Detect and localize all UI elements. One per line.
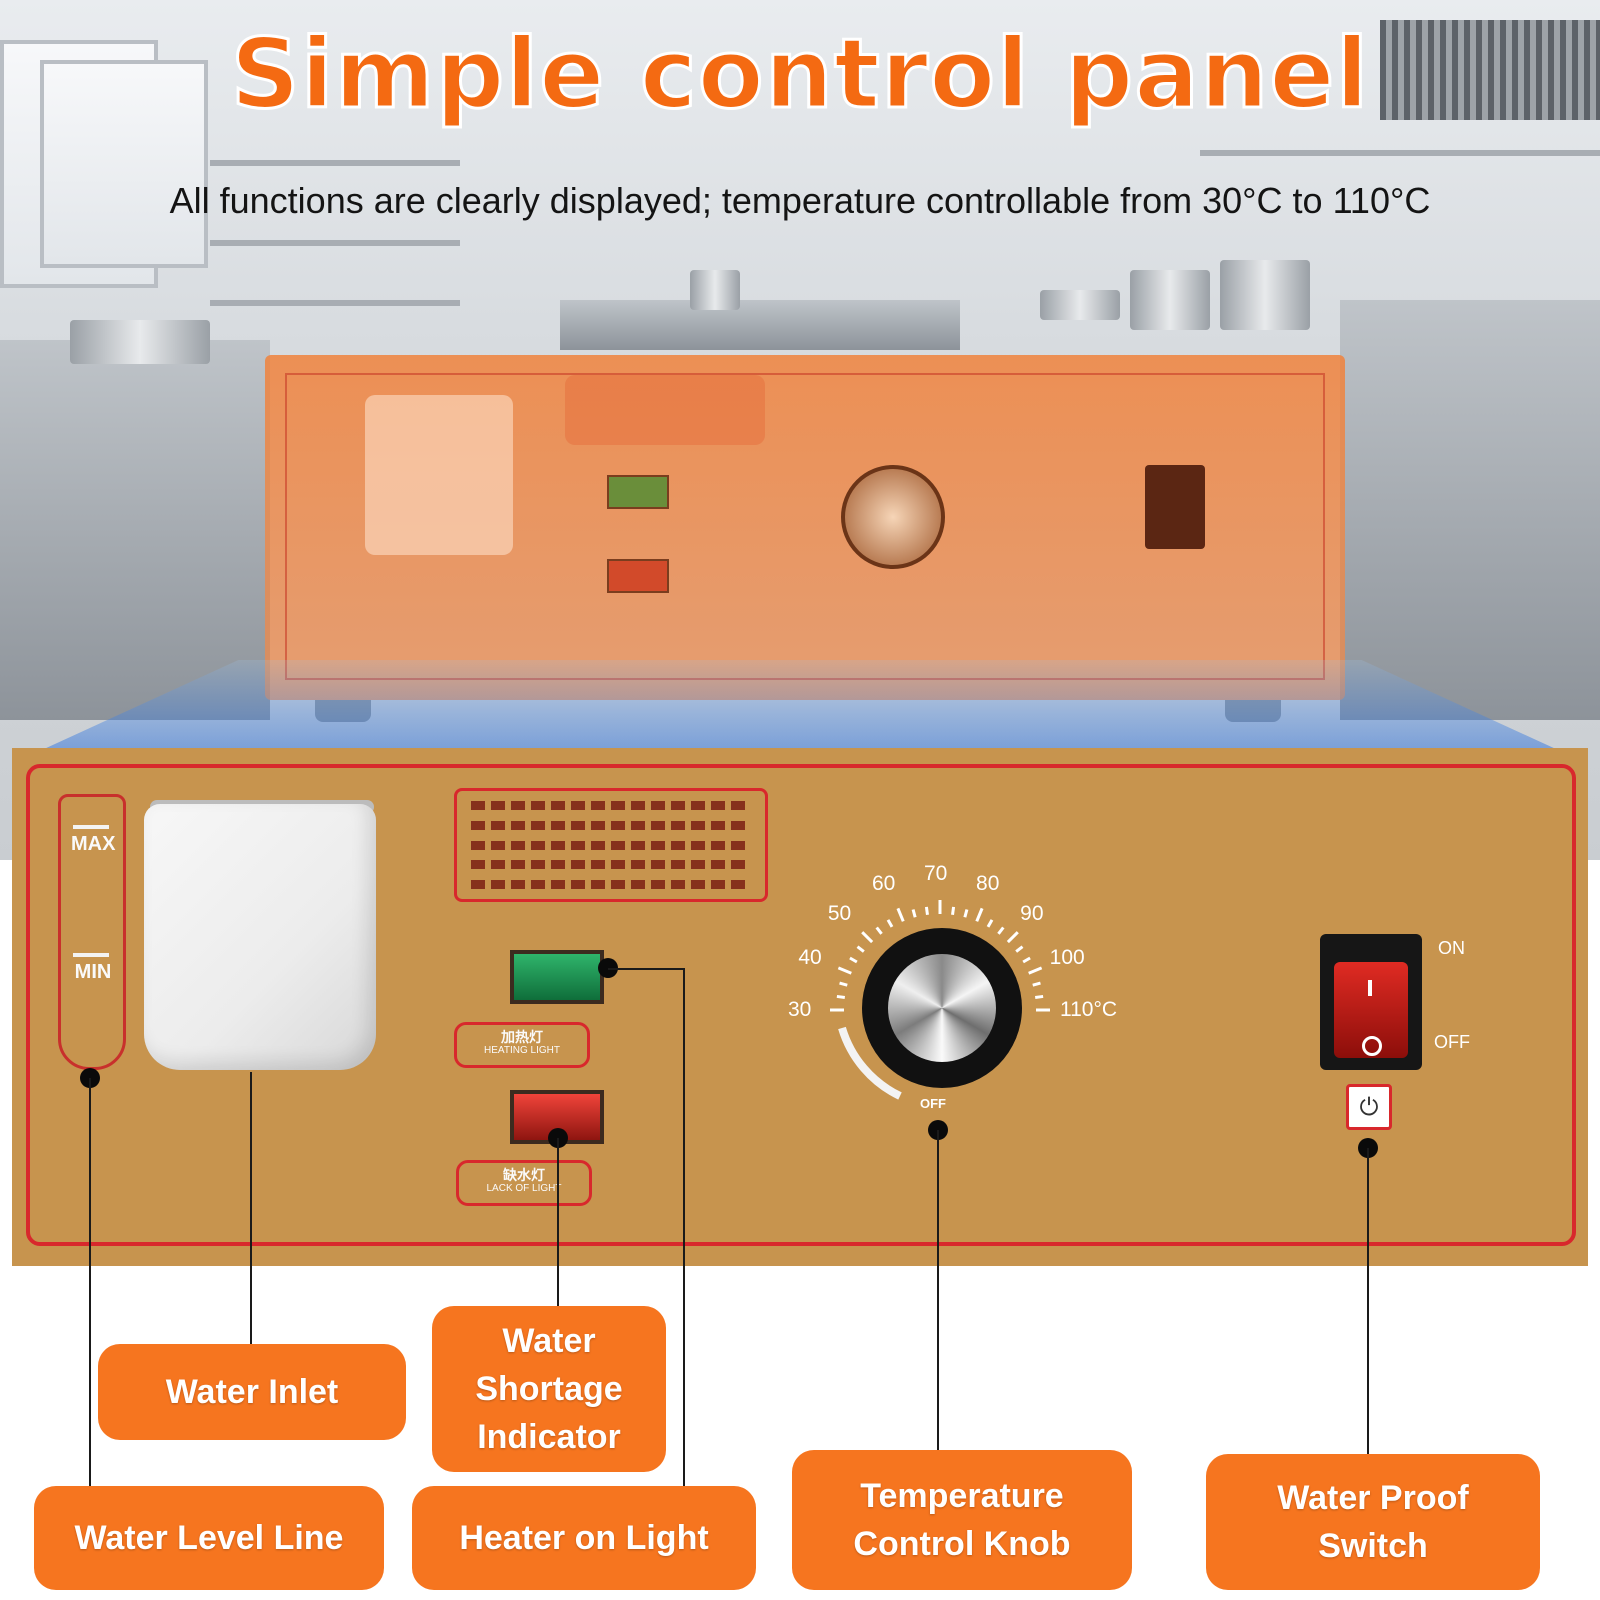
dial-tick — [924, 906, 929, 916]
power-icon: ⏻ — [1346, 1084, 1392, 1130]
dial-number: 60 — [871, 872, 896, 896]
dial-off-label: OFF — [920, 1096, 946, 1111]
instruction-label — [454, 788, 768, 902]
dial-number: 40 — [798, 945, 822, 969]
dial-tick — [875, 926, 883, 935]
dial-tick — [896, 907, 905, 922]
gauge-max-label: MAX — [71, 833, 116, 855]
dial-tick — [836, 994, 846, 999]
device-preview — [265, 355, 1345, 722]
dial-tick — [839, 981, 848, 987]
dial-tick — [1032, 981, 1041, 987]
callout-line — [89, 1078, 91, 1486]
callout-line — [683, 968, 685, 1486]
dial-tick — [975, 907, 984, 922]
callout-line — [937, 1130, 939, 1450]
dial-number: 90 — [1020, 901, 1044, 925]
callout-line — [250, 1072, 252, 1344]
heater-indicator-light — [510, 950, 604, 1004]
water-level-gauge: MAX MIN — [58, 794, 126, 1070]
dial-number: 80 — [976, 872, 1000, 896]
switch-off-label: OFF — [1434, 1032, 1470, 1052]
dial-tick — [849, 956, 858, 964]
water-inlet[interactable] — [144, 804, 376, 1070]
shortage-light-tag: 缺水灯 LACK OF LIGHT — [456, 1160, 592, 1206]
temperature-knob-cap[interactable] — [888, 954, 996, 1062]
dial-tick — [1034, 994, 1044, 999]
dial-tick — [1028, 966, 1043, 975]
callout-line — [557, 1138, 559, 1310]
callout-heater-light: Heater on Light — [412, 1486, 756, 1590]
callout-water-level: Water Level Line — [34, 1486, 384, 1590]
panel-border — [26, 764, 1576, 1246]
dial-tick — [861, 931, 874, 944]
dial-number: 30 — [788, 998, 812, 1021]
dial-tick — [963, 909, 969, 918]
gauge-min-label: MIN — [74, 961, 112, 983]
switch-on-label: ON — [1438, 938, 1465, 958]
on-mark-icon — [1368, 980, 1372, 996]
temperature-scale — [830, 900, 1050, 1100]
callout-line — [1367, 1148, 1369, 1454]
dial-number: 100 — [1049, 945, 1085, 969]
callout-line — [608, 968, 684, 970]
dial-tick — [997, 926, 1005, 935]
blue-glow — [20, 660, 1580, 760]
dial-tick — [1022, 956, 1031, 964]
callout-water-shortage: Water Shortage Indicator — [432, 1306, 666, 1472]
dial-tick — [986, 919, 994, 928]
heater-light-tag: 加热灯 HEATING LIGHT — [454, 1022, 590, 1068]
callout-temp-knob: Temperature Control Knob — [792, 1450, 1132, 1590]
dial-tick — [837, 966, 852, 975]
callout-water-inlet: Water Inlet — [98, 1344, 406, 1440]
off-mark-icon — [1362, 1036, 1382, 1056]
dial-tick — [856, 945, 865, 953]
dial-tick — [1006, 931, 1019, 944]
dial-tick — [911, 909, 917, 918]
dial-number: 110°C — [1060, 998, 1118, 1021]
dial-number: 70 — [924, 862, 948, 885]
page-title: Simple control panel — [229, 17, 1370, 132]
callout-waterproof-switch: Water Proof Switch — [1206, 1454, 1540, 1590]
dial-number: 50 — [827, 901, 852, 925]
dial-tick — [886, 919, 894, 928]
page-subtitle: All functions are clearly displayed; tem… — [169, 180, 1431, 221]
dial-tick — [951, 906, 956, 916]
dial-tick — [1015, 945, 1024, 953]
